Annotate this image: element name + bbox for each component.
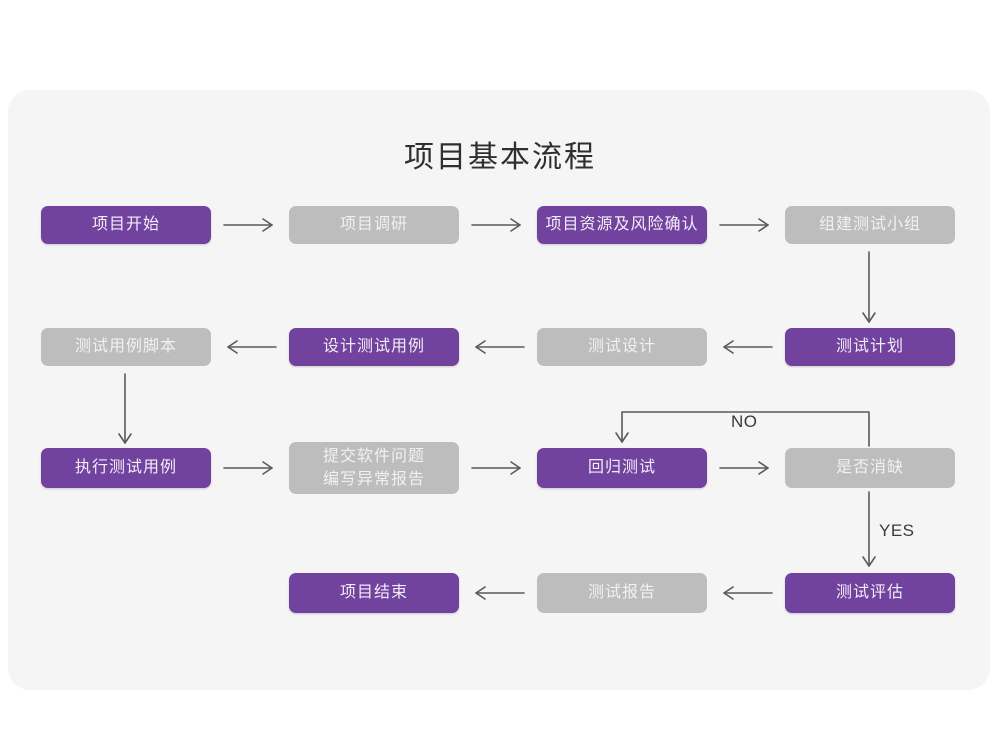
node-project-research[interactable]: 项目调研 [289, 206, 459, 244]
edge-label-no: NO [731, 412, 758, 431]
node-test-evaluation[interactable]: 测试评估 [785, 573, 955, 613]
edge-label-yes: YES [879, 521, 915, 540]
node-resource-risk-confirm[interactable]: 项目资源及风险确认 [537, 206, 707, 244]
node-test-design[interactable]: 测试设计 [537, 328, 707, 366]
node-test-report[interactable]: 测试报告 [537, 573, 707, 613]
node-project-end[interactable]: 项目结束 [289, 573, 459, 613]
node-design-test-case[interactable]: 设计测试用例 [289, 328, 459, 366]
node-submit-issue-report[interactable]: 提交软件问题 编写异常报告 [289, 442, 459, 494]
node-project-start[interactable]: 项目开始 [41, 206, 211, 244]
node-regression-test[interactable]: 回归测试 [537, 448, 707, 488]
node-build-test-team[interactable]: 组建测试小组 [785, 206, 955, 244]
node-test-plan[interactable]: 测试计划 [785, 328, 955, 366]
node-defect-cleared-decision[interactable]: 是否消缺 [785, 448, 955, 488]
node-execute-test-case[interactable]: 执行测试用例 [41, 448, 211, 488]
page-title: 项目基本流程 [404, 141, 596, 174]
node-test-case-script[interactable]: 测试用例脚本 [41, 328, 211, 366]
